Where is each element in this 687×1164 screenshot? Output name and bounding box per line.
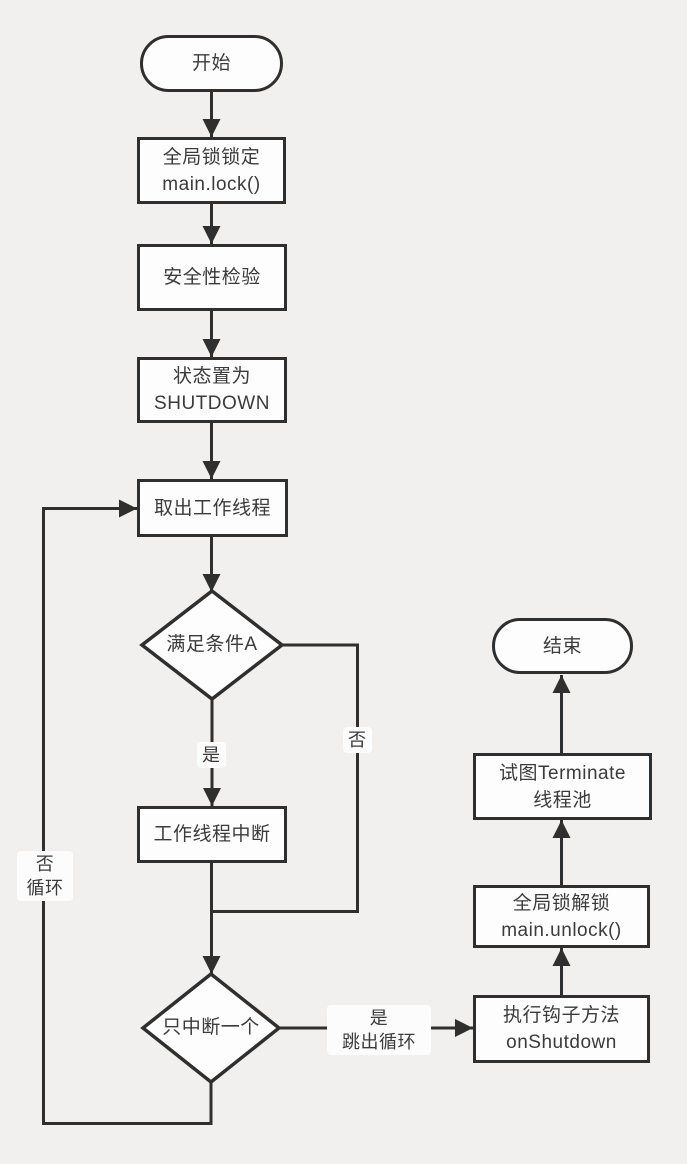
edge-label-yes: 是	[197, 742, 226, 768]
process-try-terminate-pool: 试图Terminate 线程池	[473, 753, 652, 820]
edge-label-yes-break: 是 跳出循环	[327, 1005, 431, 1055]
decision-only-interrupt-one-shape	[140, 971, 282, 1085]
process-lock-global-line2: main.lock()	[162, 173, 261, 195]
edge-label-yes-break-line2: 跳出循环	[342, 1032, 416, 1052]
end-label: 结束	[542, 635, 582, 657]
process-interrupt-worker-label: 工作线程中断	[153, 824, 271, 845]
process-fetch-worker-label: 取出工作线程	[153, 497, 271, 519]
start-label: 开始	[191, 53, 231, 74]
process-run-hook-onshutdown: 执行钩子方法 onShutdown	[473, 995, 650, 1063]
decision-condition-a-label: 满足条件A	[166, 634, 258, 655]
process-run-hook-line1: 执行钩子方法	[502, 1005, 620, 1026]
process-safety-check: 安全性检验	[137, 244, 287, 311]
edge-label-no-loop-line2: 循环	[26, 878, 64, 898]
edge-only-one-no-loop-back	[42, 499, 213, 1125]
process-safety-check-label: 安全性检验	[163, 267, 261, 288]
decision-only-interrupt-one-label: 只中断一个	[162, 1017, 260, 1038]
edge-label-no: 否	[343, 727, 372, 753]
edge-label-no-loop-line1: 否	[35, 854, 55, 874]
process-lock-global: 全局锁锁定 main.lock()	[137, 137, 286, 204]
process-lock-global-line1: 全局锁锁定	[162, 146, 261, 168]
decision-condition-a-shape	[139, 588, 285, 702]
process-set-state-shutdown: 状态置为 SHUTDOWN	[137, 357, 287, 423]
process-try-terminate-line1: 试图Terminate	[499, 762, 626, 784]
process-set-state-line2: SHUTDOWN	[154, 393, 270, 414]
process-fetch-worker: 取出工作线程	[137, 479, 288, 537]
edge-label-yes-break-line1: 是	[369, 1008, 389, 1028]
process-set-state-line1: 状态置为	[172, 366, 251, 387]
end-terminal: 结束	[492, 618, 633, 674]
edge-label-no-loop: 否 循环	[17, 851, 73, 901]
process-run-hook-line2: onShutdown	[506, 1032, 617, 1053]
process-unlock-global: 全局锁解锁 main.unlock()	[473, 885, 650, 948]
start-terminal: 开始	[140, 35, 283, 92]
process-unlock-global-line1: 全局锁解锁	[512, 892, 611, 914]
process-interrupt-worker: 工作线程中断	[137, 806, 287, 863]
process-unlock-global-line2: main.unlock()	[501, 919, 622, 941]
process-try-terminate-line2: 线程池	[533, 789, 592, 811]
edge-cond-a-no-bypass	[213, 643, 359, 913]
